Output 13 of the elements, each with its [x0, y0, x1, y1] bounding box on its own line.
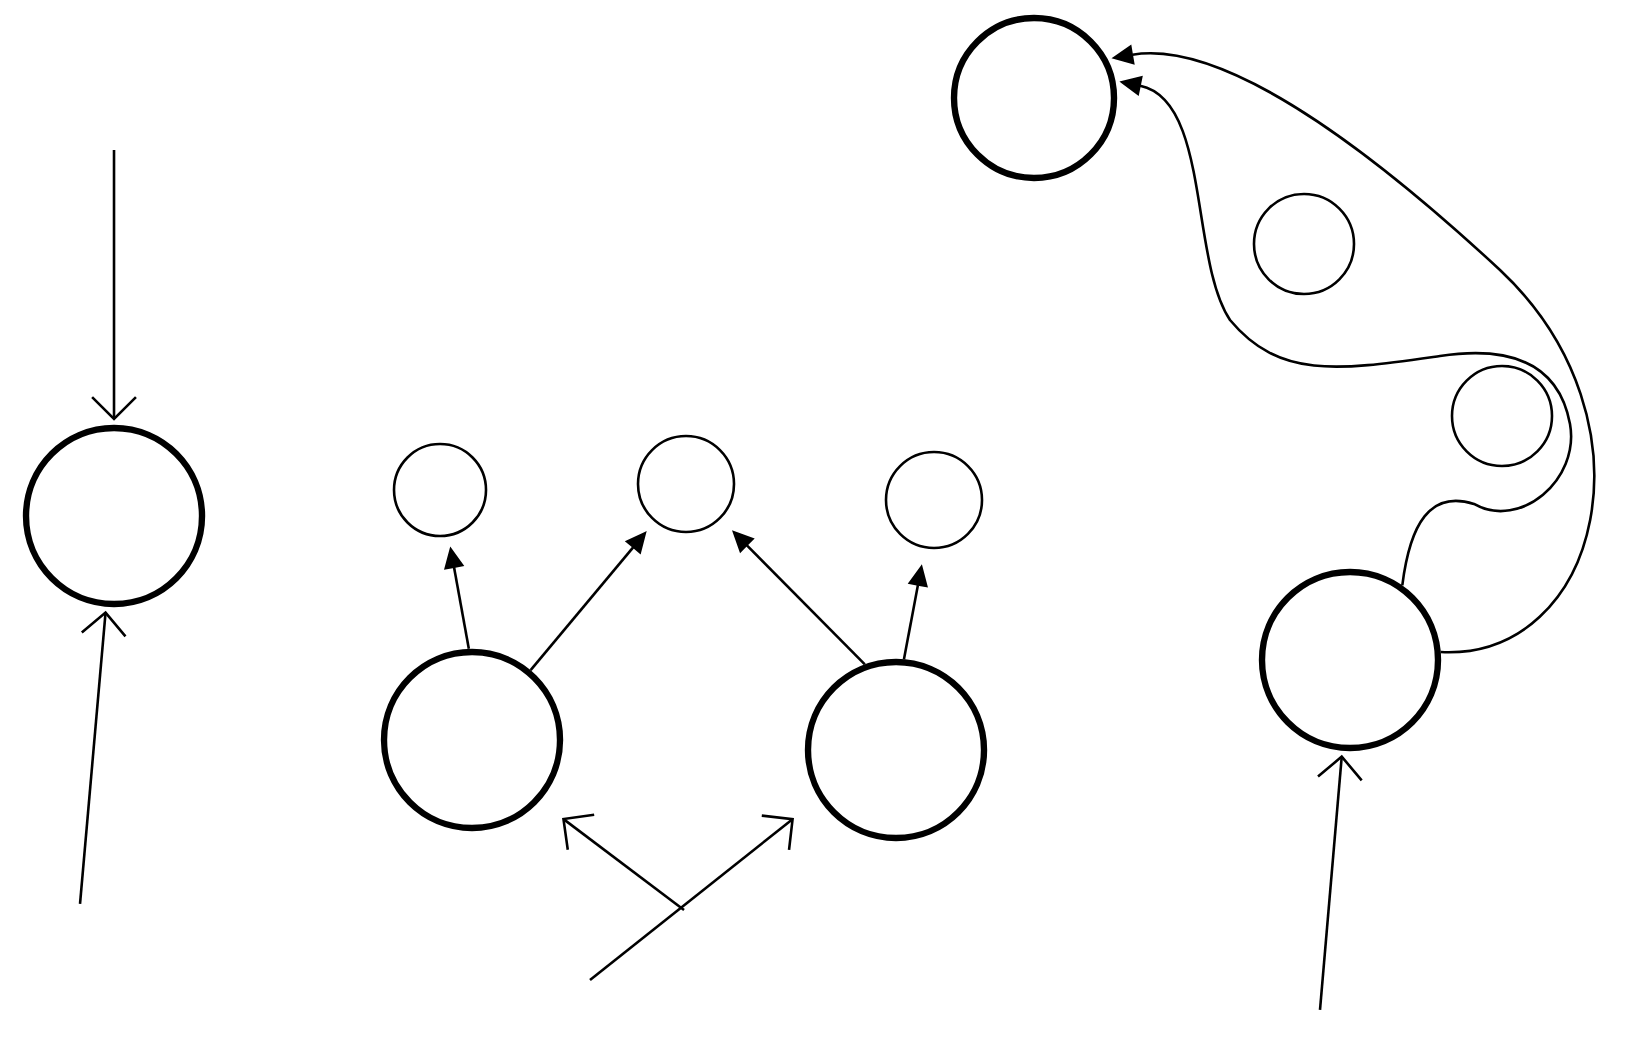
arrow	[1317, 754, 1363, 1011]
circle	[804, 658, 988, 842]
circle	[392, 442, 488, 538]
arrow	[78, 610, 127, 905]
circle	[950, 14, 1118, 182]
circle	[636, 434, 736, 534]
circle	[22, 424, 206, 608]
circle	[884, 450, 984, 550]
arrow	[91, 150, 137, 421]
circle	[1252, 192, 1356, 296]
circle	[1258, 568, 1442, 752]
circle	[380, 648, 564, 832]
circle	[1450, 364, 1554, 468]
